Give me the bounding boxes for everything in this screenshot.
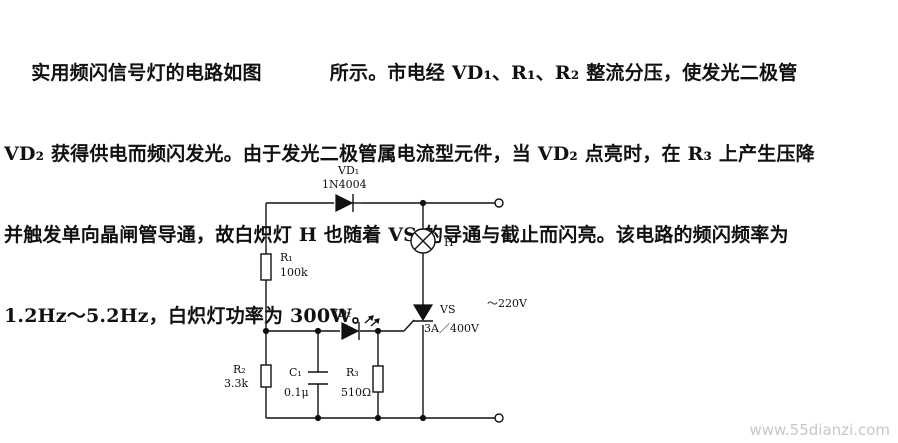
thyristor-vs (412, 304, 434, 322)
vs-label: VS (439, 303, 455, 316)
circuit-wires (265, 202, 496, 419)
paragraph-line-4: 1.2Hz～5.2Hz，白炽灯功率为 300W。 (4, 305, 372, 327)
paragraph-line-3: 并触发单向晶闸管导通，故白炽灯 H 也随着 VS 的导通与截止而闪亮。该电路的频… (4, 224, 789, 246)
terminal-bottom (494, 413, 504, 423)
r2-label: R₂ (233, 363, 246, 376)
resistor-r3 (372, 365, 384, 393)
c1-label: C₁ (289, 366, 302, 379)
vs-rating-label: 3A／400V (424, 322, 480, 335)
led-vd2 (341, 315, 380, 340)
lamp-label: H (444, 236, 454, 249)
r3-value-label: 510Ω (341, 386, 371, 399)
diode-vd1 (335, 194, 362, 212)
vd1-part-label: 1N4004 (322, 178, 367, 191)
vd2-label: VD₂ (329, 307, 351, 320)
output-terminals (494, 198, 504, 423)
r3-label: R₃ (346, 366, 359, 379)
r2-value-label: 3.3k (224, 377, 248, 390)
r1-label: R₁ (280, 251, 293, 264)
resistor-r2 (260, 364, 272, 388)
description-paragraph: 实用频闪信号灯的电路如图 所示。市电经 VD₁、R₁、R₂ 整流分压，使发光二极… (4, 6, 894, 357)
junction-dots (262, 199, 427, 422)
lamp-h (410, 228, 436, 254)
r1-value-label: 100k (280, 266, 308, 279)
paragraph-line-1: 实用频闪信号灯的电路如图 所示。市电经 VD₁、R₁、R₂ 整流分压，使发光二极… (4, 62, 798, 84)
terminal-top (494, 198, 504, 208)
capacitor-c1 (308, 371, 328, 385)
watermark: www.55dianzi.com (749, 421, 890, 439)
paragraph-line-2: VD₂ 获得供电而频闪发光。由于发光二极管属电流型元件，当 VD₂ 点亮时，在 … (4, 143, 815, 165)
c1-value-label: 0.1μ (284, 386, 309, 399)
vd1-label: VD₁ (337, 164, 359, 177)
resistor-r1 (260, 253, 272, 281)
supply-label: ～220V (487, 297, 528, 310)
